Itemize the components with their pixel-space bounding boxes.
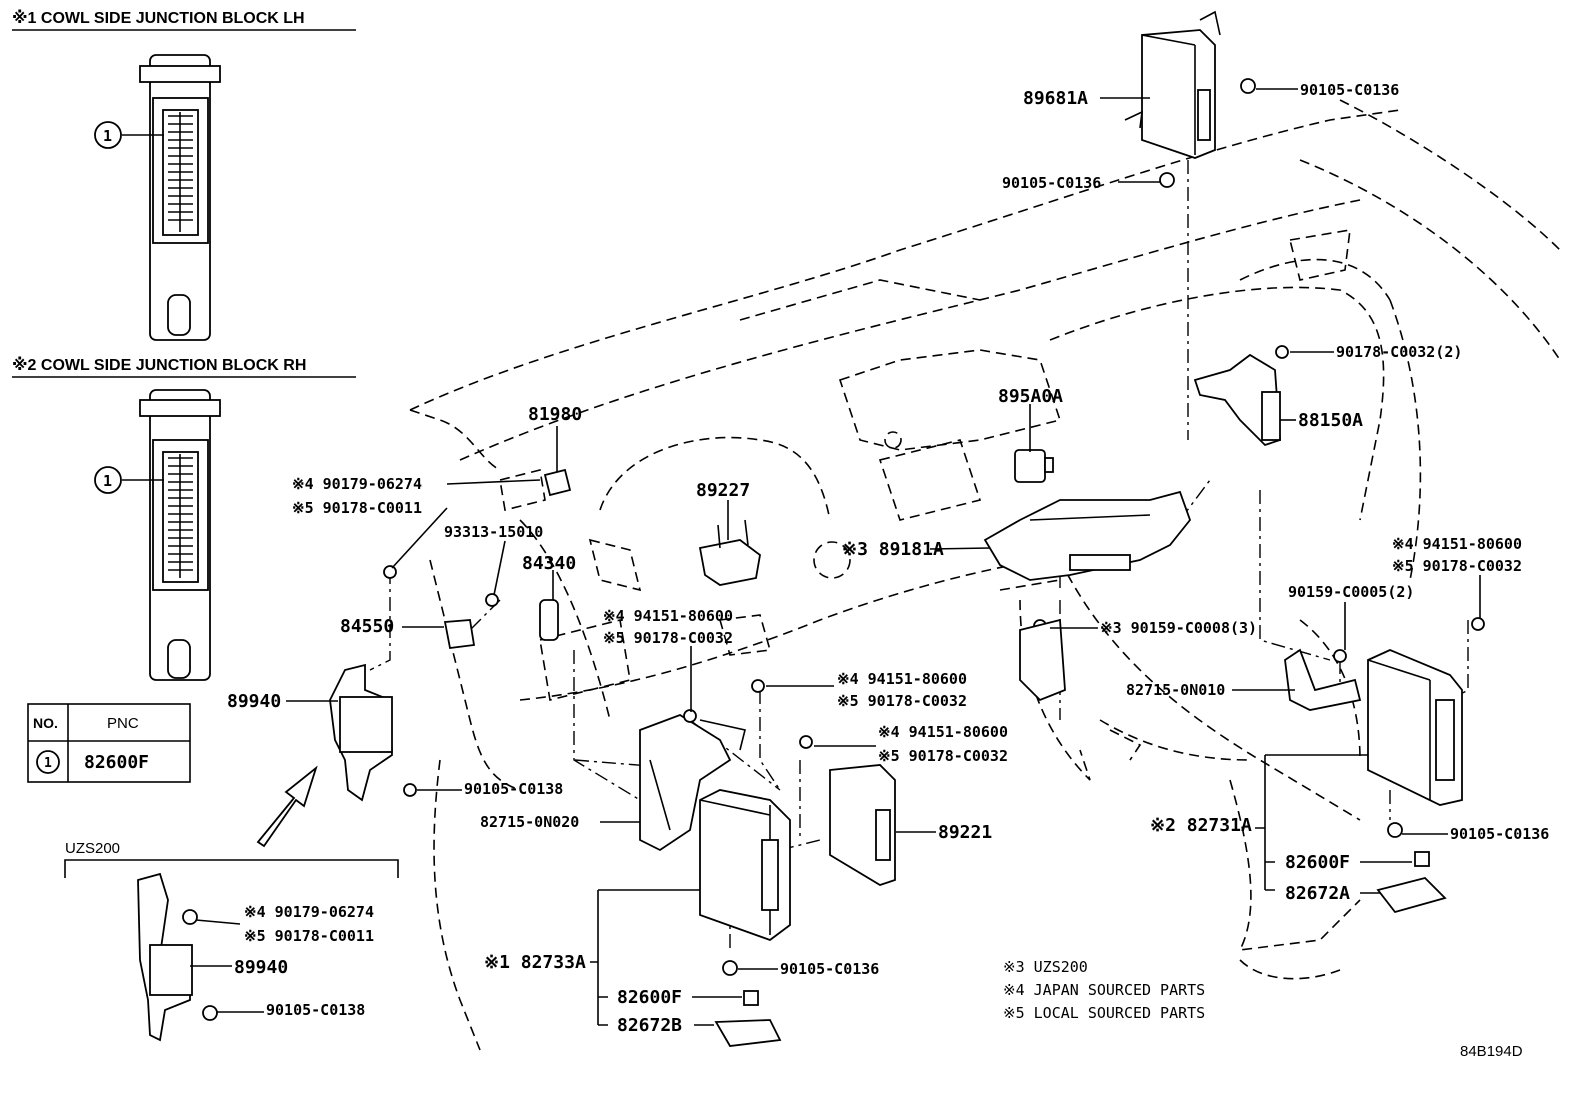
label-89221: 89221 [938, 822, 992, 843]
label-90159-C0008: ※3 90159-C0008(3) [1100, 619, 1257, 637]
label-90178-C0011-b: ※5 90178-C0011 [244, 927, 374, 945]
table-col-pnc: PNC [107, 715, 139, 732]
note-5: ※5 LOCAL SOURCED PARTS [1003, 1004, 1205, 1022]
label-90178-C0032-2: 90178-C0032(2) [1336, 343, 1462, 361]
label-90178-C0011-a: ※5 90178-C0011 [292, 499, 422, 517]
label-82600F-b: 82600F [617, 987, 682, 1008]
view-arrow [256, 765, 318, 848]
table-col-no: NO. [33, 715, 58, 731]
uzs200-inset: UZS200 ※4 90179-06274 ※5 90178-C0011 899… [64, 840, 399, 1042]
label-90179-06274-a: ※4 90179-06274 [292, 475, 422, 493]
header-rh: ※2 COWL SIDE JUNCTION BLOCK RH [12, 356, 306, 374]
callout-1-lh: 1 [103, 127, 112, 145]
parts [329, 10, 1485, 1047]
label-90178-C0032-b: ※5 90178-C0032 [837, 692, 967, 710]
label-82715-0N010: 82715-0N010 [1126, 681, 1225, 699]
label-94151-80600-c: ※4 94151-80600 [878, 723, 1008, 741]
label-82600F-a: 82600F [1285, 852, 1350, 873]
label-90105-C0138-b: 90105-C0138 [266, 1001, 365, 1019]
label-90105-C0136-d: 90105-C0136 [780, 960, 879, 978]
label-90179-06274-b: ※4 90179-06274 [244, 903, 374, 921]
label-94151-80600-b: ※4 94151-80600 [837, 670, 967, 688]
label-81980: 81980 [528, 404, 582, 425]
note-3: ※3 UZS200 [1003, 958, 1088, 976]
figure-id: 84B194D [1460, 1043, 1523, 1060]
note-4: ※4 JAPAN SOURCED PARTS [1003, 981, 1205, 999]
junction-block-lh: ※1 COWL SIDE JUNCTION BLOCK LH 1 [12, 9, 356, 341]
table-row-no: 1 [44, 756, 52, 771]
label-84550: 84550 [340, 616, 394, 637]
label-89940-a: 89940 [227, 691, 281, 712]
label-82672A: 82672A [1285, 883, 1350, 904]
label-82672B: 82672B [617, 1015, 682, 1036]
label-89940-b: 89940 [234, 957, 288, 978]
label-89181A: ※3 89181A [842, 539, 944, 560]
label-88150A: 88150A [1298, 410, 1363, 431]
label-94151-80600-a: ※4 94151-80600 [603, 607, 733, 625]
label-90105-C0136-b: 90105-C0136 [1002, 174, 1101, 192]
label-90159-C0005: 90159-C0005(2) [1288, 583, 1414, 601]
label-89227: 89227 [696, 480, 750, 501]
label-90105-C0136-a: 90105-C0136 [1300, 81, 1399, 99]
label-90105-C0136-c: 90105-C0136 [1450, 825, 1549, 843]
header-lh: ※1 COWL SIDE JUNCTION BLOCK LH [12, 9, 305, 27]
dashboard-outline [409, 99, 1561, 1051]
label-94151-80600-d: ※4 94151-80600 [1392, 535, 1522, 553]
callout-1-rh: 1 [103, 472, 112, 490]
junction-block-rh: ※2 COWL SIDE JUNCTION BLOCK RH 1 [12, 356, 356, 681]
label-895A0A: 895A0A [998, 386, 1063, 407]
table-row-pnc: 82600F [84, 752, 149, 773]
solid-leaders [286, 88, 1481, 1026]
label-89681A: 89681A [1023, 88, 1088, 109]
notes: ※3 UZS200 ※4 JAPAN SOURCED PARTS ※5 LOCA… [1003, 958, 1523, 1060]
label-82733A: ※1 82733A [484, 952, 586, 973]
variant-header: UZS200 [65, 840, 120, 857]
label-82715-0N020: 82715-0N020 [480, 813, 579, 831]
label-84340: 84340 [522, 553, 576, 574]
part-labels: 89681A 90105-C0136 90105-C0136 90178-C00… [227, 81, 1549, 1036]
label-90178-C0032-c: ※5 90178-C0032 [878, 747, 1008, 765]
label-90178-C0032-d: ※5 90178-C0032 [1392, 557, 1522, 575]
pnc-table: NO. PNC 1 82600F [27, 703, 191, 783]
label-82731A: ※2 82731A [1150, 815, 1252, 836]
label-90105-C0138-a: 90105-C0138 [464, 780, 563, 798]
label-90178-C0032-a: ※5 90178-C0032 [603, 629, 733, 647]
label-93313-15010: 93313-15010 [444, 523, 543, 541]
